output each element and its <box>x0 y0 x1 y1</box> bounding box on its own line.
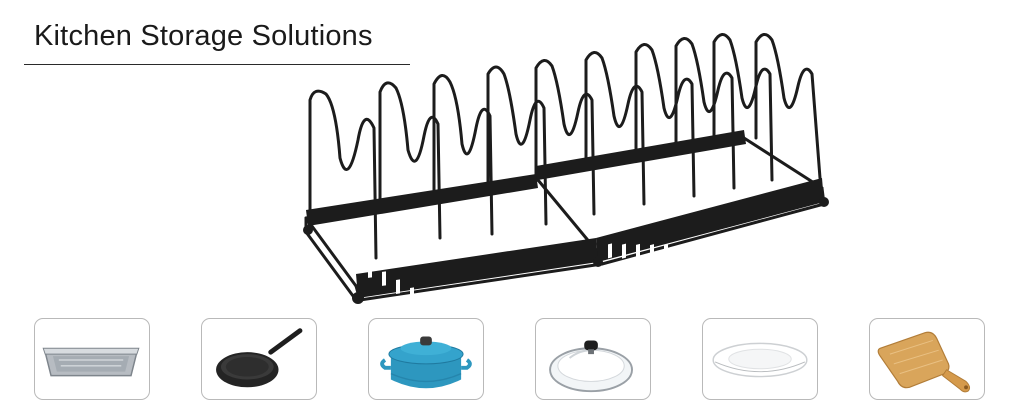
dutch-oven-icon <box>380 336 472 389</box>
accessory-tile-frying-pan <box>201 318 317 400</box>
accessory-tile-dutch-oven <box>368 318 484 400</box>
accessory-tile-plate <box>702 318 818 400</box>
baking-tray-icon <box>42 347 140 377</box>
accessory-tile-cutting-board <box>869 318 985 400</box>
frying-pan-icon <box>216 328 303 388</box>
page-title: Kitchen Storage Solutions <box>34 20 373 52</box>
pot-lid-rack-icon <box>296 28 836 399</box>
title-underline <box>24 64 410 65</box>
accessory-tile-glass-lid <box>535 318 651 400</box>
plate-icon <box>712 342 808 378</box>
glass-lid-icon <box>549 340 633 393</box>
accessory-row <box>0 318 1024 402</box>
accessory-tile-baking-tray <box>34 318 150 400</box>
cutting-board-icon <box>877 331 971 393</box>
